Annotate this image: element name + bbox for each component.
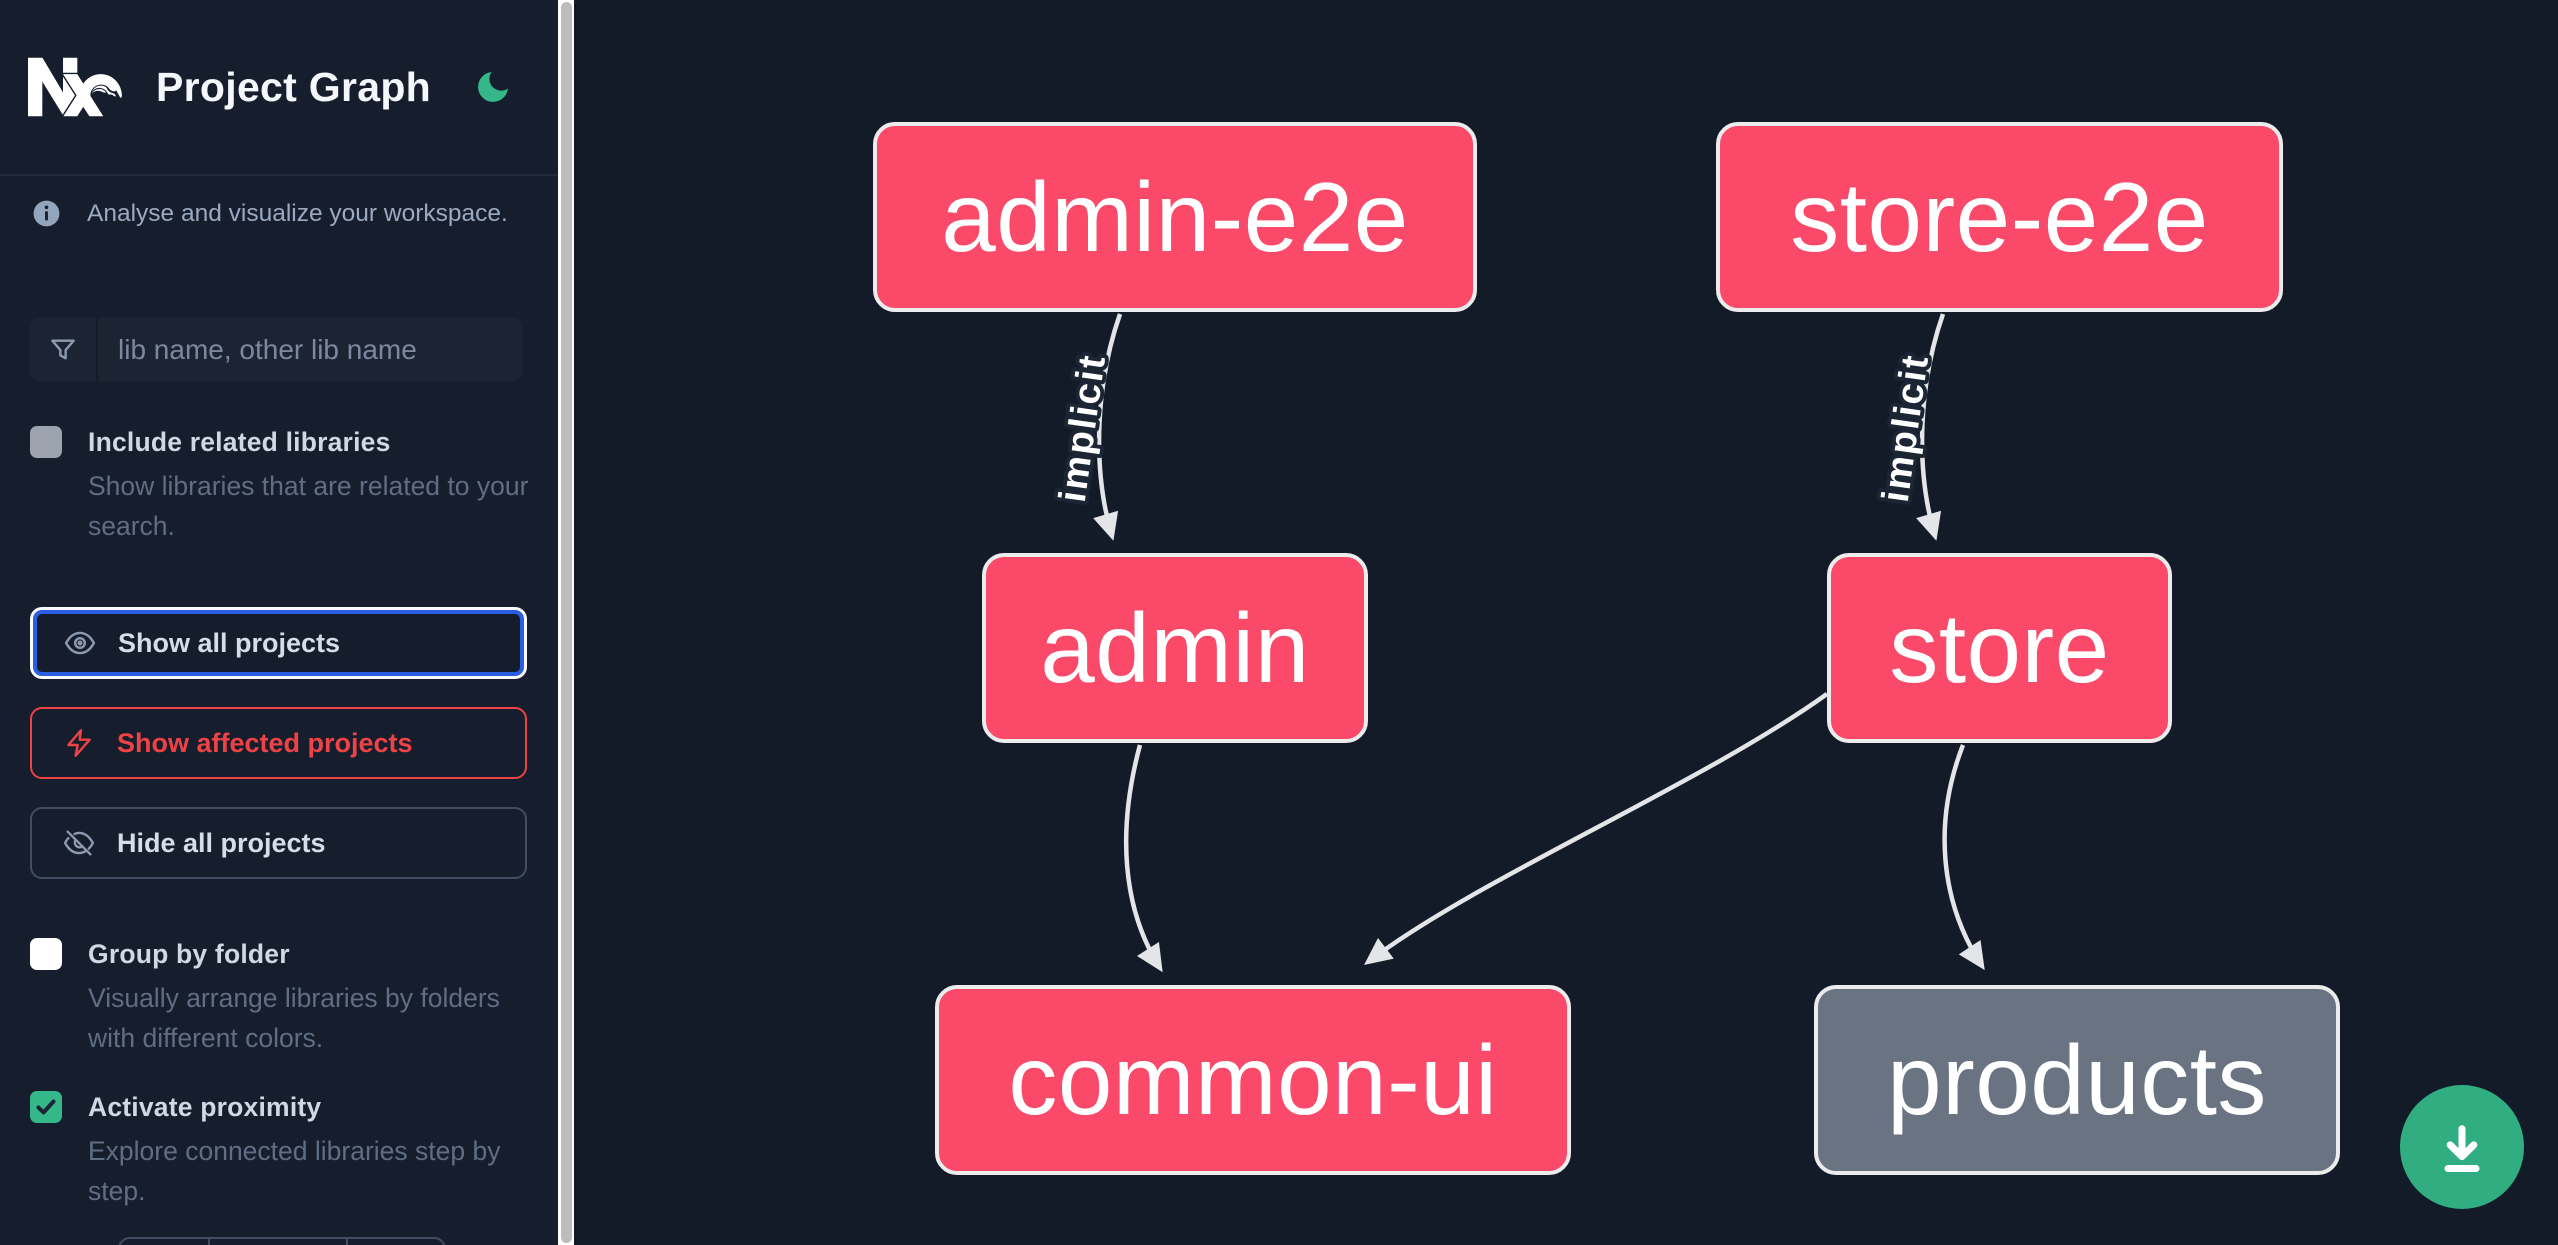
workspace-tagline-row: Analyse and visualize your workspace. — [31, 198, 508, 229]
graph-node-products[interactable]: products — [1814, 985, 2340, 1175]
moon-icon — [478, 72, 508, 102]
toggle-description: Show libraries that are related to your … — [88, 471, 529, 541]
checkbox-activate-proximity[interactable] — [30, 1091, 62, 1123]
graph-node-admin[interactable]: admin — [982, 553, 1368, 743]
bolt-icon — [62, 726, 96, 760]
filter-input[interactable] — [98, 318, 522, 382]
graph-node-store-e2e[interactable]: store-e2e — [1716, 122, 2283, 312]
proximity-stepper[interactable] — [118, 1237, 446, 1245]
sidebar-header: Project Graph — [0, 0, 558, 176]
show-all-projects-button[interactable]: Show all projects — [30, 607, 527, 679]
info-icon — [33, 200, 60, 227]
node-label: admin-e2e — [941, 161, 1409, 272]
graph-node-admin-e2e[interactable]: admin-e2e — [873, 122, 1477, 312]
node-label: admin — [1040, 592, 1310, 703]
toggle-label: Group by folder — [88, 938, 290, 969]
button-label: Show affected projects — [117, 727, 413, 758]
scrollbar-thumb[interactable] — [560, 2, 572, 1243]
toggle-activate-proximity: Activate proximity Explore connected lib… — [30, 1091, 530, 1211]
checkbox-group-by-folder[interactable] — [30, 938, 62, 970]
button-label: Show all projects — [118, 627, 341, 658]
check-icon — [36, 1099, 56, 1115]
checkbox-include-related[interactable] — [30, 426, 62, 458]
sidebar: Project Graph Analyse and visualize your… — [0, 0, 558, 1245]
eye-off-icon — [62, 826, 96, 860]
proximity-increment[interactable] — [348, 1239, 444, 1245]
theme-toggle-button[interactable] — [470, 64, 516, 110]
workspace-tagline: Analyse and visualize your workspace. — [87, 199, 508, 227]
hide-all-projects-button[interactable]: Hide all projects — [30, 807, 527, 879]
graph-node-store[interactable]: store — [1827, 553, 2172, 743]
toggle-label: Include related libraries — [88, 426, 391, 457]
proximity-decrement[interactable] — [120, 1239, 210, 1245]
filter-icon — [30, 318, 98, 382]
toggle-label: Activate proximity — [88, 1091, 322, 1122]
sidebar-scrollbar[interactable] — [558, 0, 574, 1245]
node-label: store-e2e — [1790, 161, 2209, 272]
button-label: Hide all projects — [117, 827, 326, 858]
graph-node-common-ui[interactable]: common-ui — [935, 985, 1571, 1175]
toggle-include-related: Include related libraries Show libraries… — [30, 426, 530, 546]
nx-logo — [28, 57, 122, 117]
node-label: store — [1889, 592, 2110, 703]
page-title: Project Graph — [156, 63, 432, 110]
filter-input-group — [30, 318, 522, 382]
toggle-group-by-folder: Group by folder Visually arrange librari… — [30, 938, 530, 1058]
show-affected-projects-button[interactable]: Show affected projects — [30, 707, 527, 779]
toggle-description: Visually arrange libraries by folders wi… — [88, 983, 500, 1053]
proximity-value — [210, 1239, 348, 1245]
download-icon — [2444, 1125, 2480, 1173]
download-graph-button[interactable] — [2400, 1085, 2524, 1209]
eye-icon — [63, 626, 97, 660]
node-label: products — [1887, 1024, 2267, 1135]
toggle-description: Explore connected libraries step by step… — [88, 1136, 501, 1206]
node-label: common-ui — [1008, 1024, 1498, 1135]
